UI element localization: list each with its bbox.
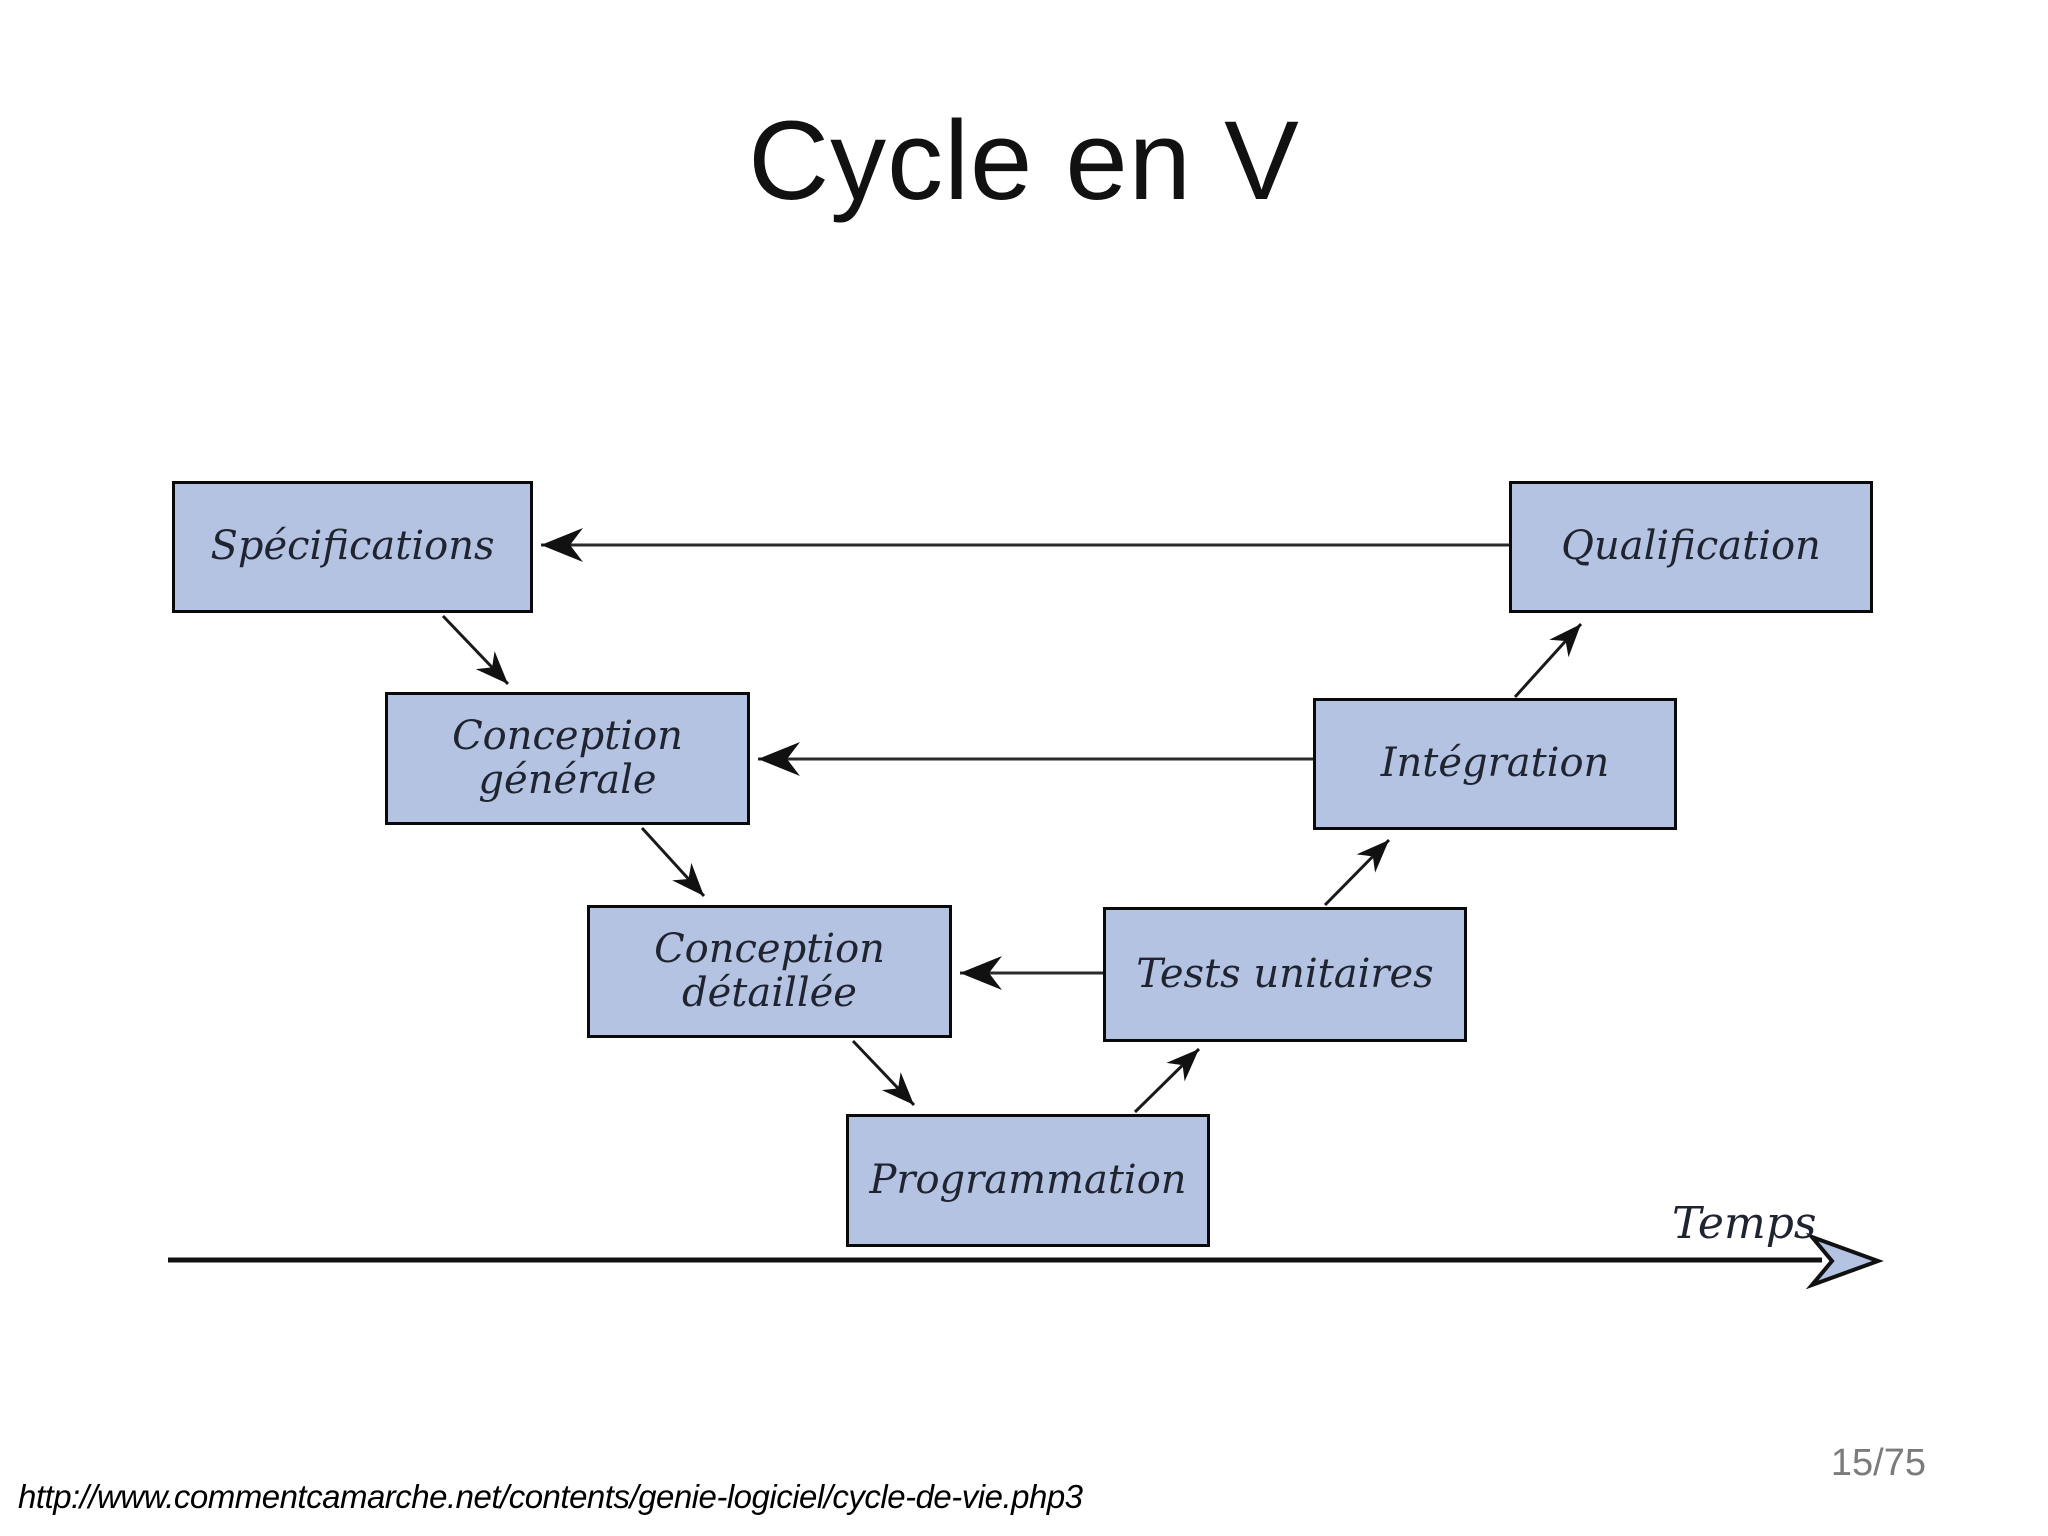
arrow-integration-to-qualification bbox=[1513, 622, 1583, 699]
slide-title: Cycle en V bbox=[748, 98, 1300, 223]
time-axis-label: Temps bbox=[1672, 1198, 1817, 1249]
node-label: Intégration bbox=[1380, 740, 1610, 787]
node-label: Conception générale bbox=[452, 713, 683, 803]
node-qualification: Qualification bbox=[1509, 481, 1873, 613]
node-label: Tests unitaires bbox=[1136, 950, 1434, 997]
arrow-programmation-to-tests-unitaires bbox=[1133, 1047, 1201, 1114]
node-label: Conception détaillée bbox=[654, 926, 885, 1016]
source-url: http://www.commentcamarche.net/contents/… bbox=[18, 1478, 1083, 1515]
arrow-specifications-to-conception-generale bbox=[441, 614, 510, 686]
node-label: Programmation bbox=[869, 1156, 1187, 1203]
arrow-conception-detaillee-to-programmation bbox=[851, 1039, 916, 1107]
time-axis-arrowhead-icon bbox=[1805, 1232, 1884, 1290]
page-number: 15/75 bbox=[1830, 1442, 1926, 1484]
node-programmation: Programmation bbox=[846, 1114, 1210, 1247]
node-specifications: Spécifications bbox=[172, 481, 533, 613]
node-label: Spécifications bbox=[210, 523, 495, 570]
arrow-conception-generale-to-conception-detaillee bbox=[640, 826, 706, 898]
node-tests-unitaires: Tests unitaires bbox=[1103, 907, 1467, 1042]
node-integration: Intégration bbox=[1313, 698, 1677, 830]
node-conception-generale: Conception générale bbox=[385, 692, 750, 825]
node-conception-detaillee: Conception détaillée bbox=[587, 905, 952, 1038]
arrow-tests-unitaires-to-integration bbox=[1323, 838, 1391, 907]
node-label: Qualification bbox=[1561, 523, 1821, 570]
